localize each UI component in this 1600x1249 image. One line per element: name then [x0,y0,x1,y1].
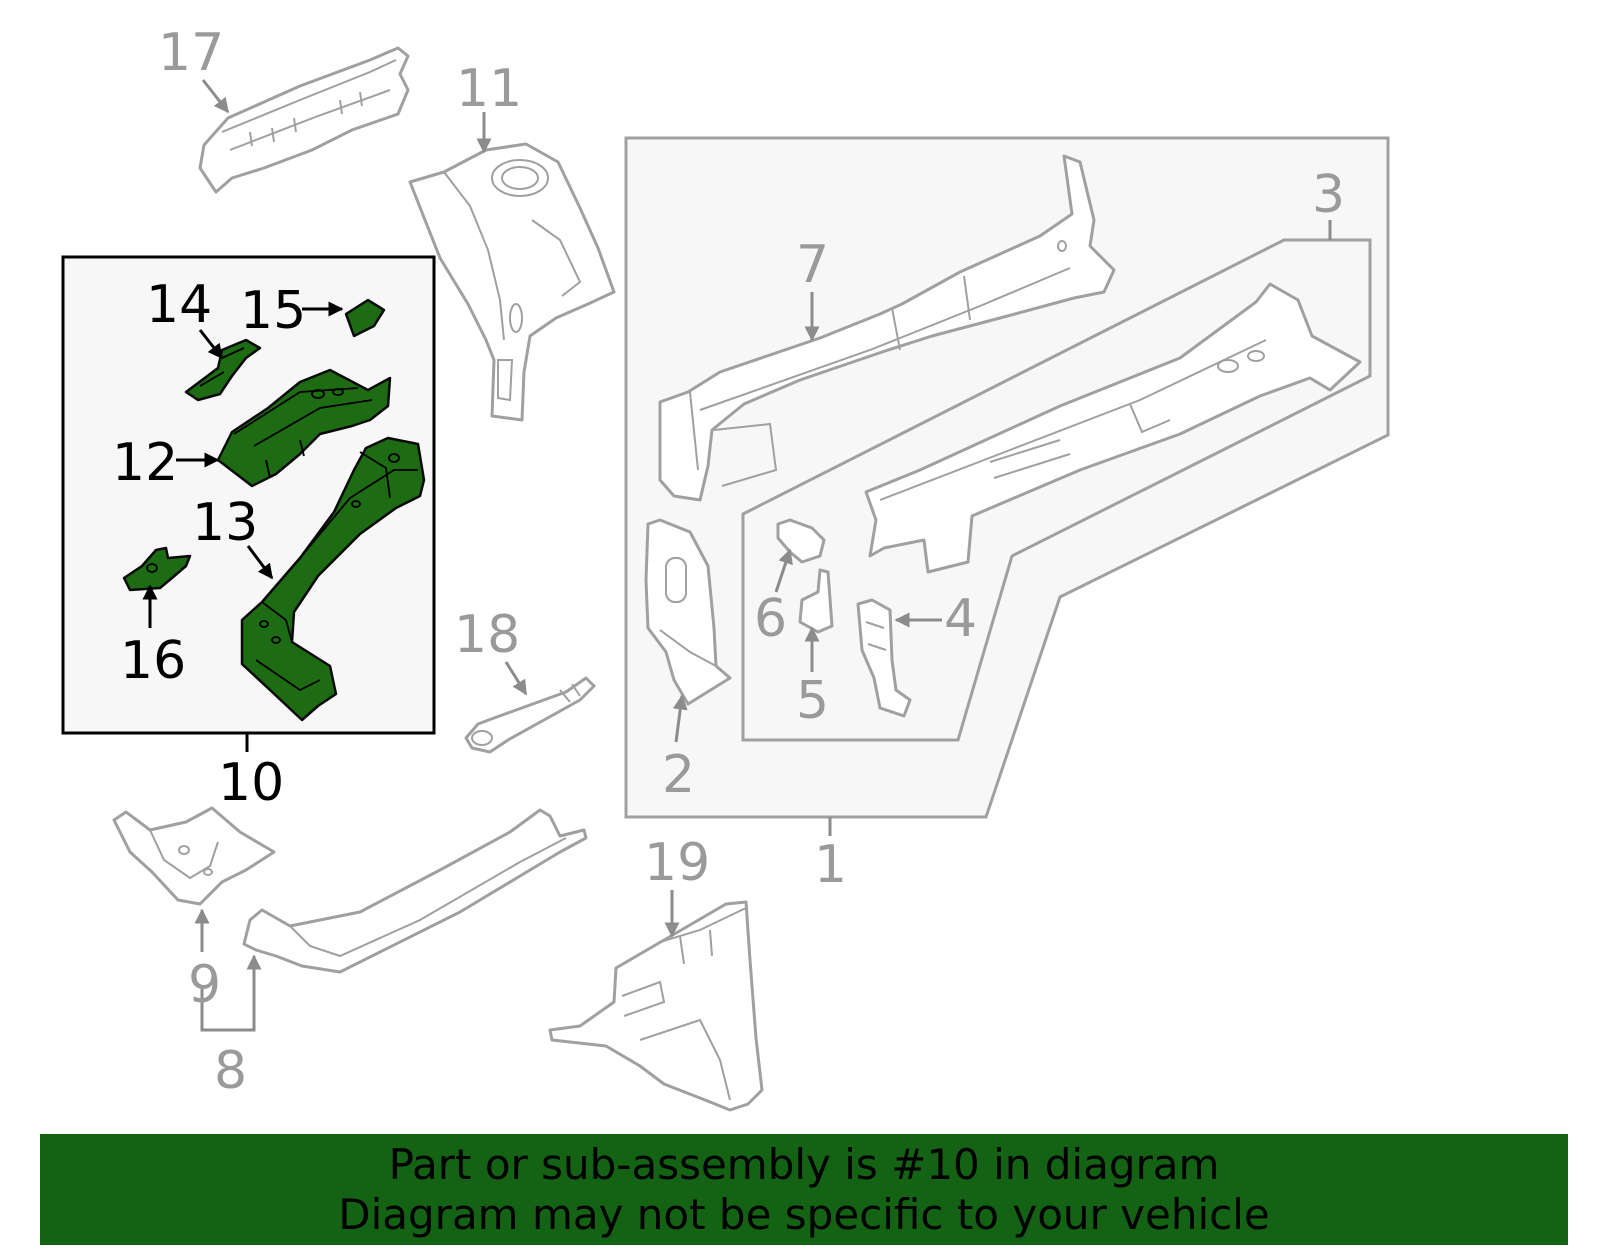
leaders [194,79,1332,1032]
callout-8: 8 [214,1041,247,1101]
part-18 [464,676,596,754]
callout-11: 11 [456,59,522,119]
part-12 [216,368,392,488]
callout-12: 12 [112,433,178,493]
part-9 [112,806,276,906]
callout-5: 5 [796,671,829,731]
part-6 [776,518,826,564]
callout-19: 19 [644,833,710,893]
info-banner: Part or sub-assembly is #10 in diagram D… [40,1134,1568,1245]
leaders-highlighted [142,301,344,752]
callout-labels: 17 11 7 3 4 6 5 2 18 1 19 9 8 14 15 12 1… [112,23,1345,1101]
callout-10: 10 [218,753,284,813]
part-19 [548,900,764,1112]
banner-line-1: Part or sub-assembly is #10 in diagram [388,1139,1220,1189]
callout-15: 15 [240,281,306,341]
part-15 [344,298,386,338]
part-17 [198,46,410,194]
banner-line-2: Diagram may not be specific to your vehi… [338,1189,1270,1239]
callout-9: 9 [188,955,221,1015]
part-11 [408,142,616,422]
callout-18: 18 [454,605,520,665]
part-13 [240,436,426,722]
part-7 [658,154,1116,502]
part-4 [856,598,912,718]
callout-7: 7 [796,235,829,295]
part-8 [242,808,588,974]
callout-2: 2 [662,745,695,805]
callout-17: 17 [158,23,224,83]
callout-3: 3 [1312,165,1345,225]
part-2 [644,518,732,706]
part-5 [798,568,834,634]
callout-13: 13 [192,493,258,553]
callout-16: 16 [120,631,186,691]
callout-6: 6 [754,589,787,649]
callout-1: 1 [814,835,847,895]
part-3 [864,282,1362,574]
callout-14: 14 [146,275,212,335]
callout-4: 4 [944,589,977,649]
